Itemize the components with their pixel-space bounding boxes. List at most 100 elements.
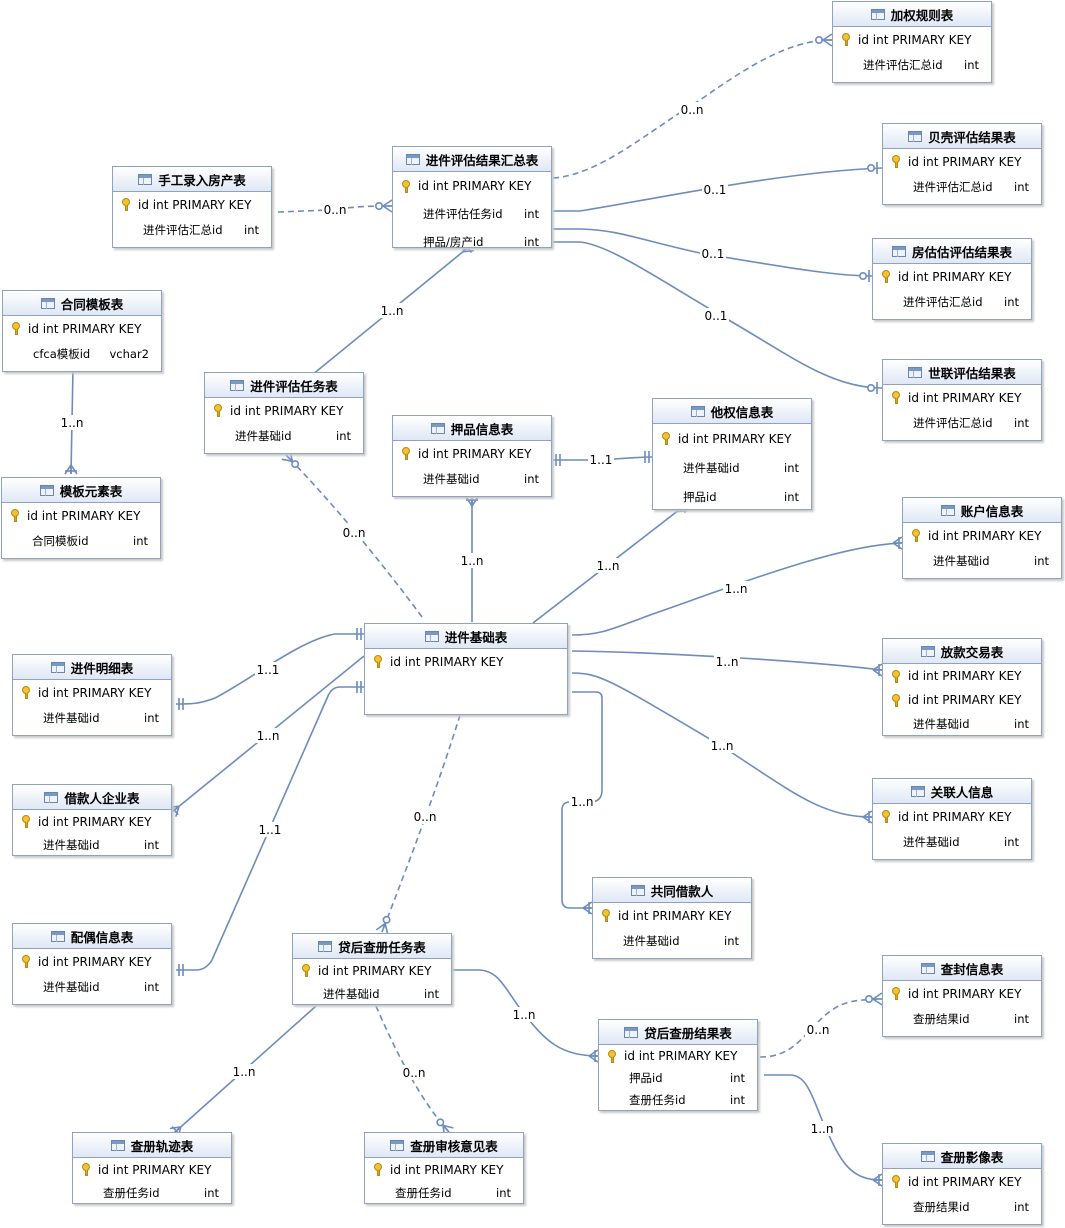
primary-key-row[interactable]: id int PRIMARY KEY (365, 1158, 523, 1181)
primary-key-row[interactable]: id int PRIMARY KEY (873, 264, 1031, 289)
primary-key-row[interactable]: id int PRIMARY KEY (293, 959, 451, 982)
primary-key-row[interactable]: id int PRIMARY KEY (883, 1169, 1041, 1194)
table-header[interactable]: 贷后查册任务表 (293, 934, 451, 959)
table-header[interactable]: 查册轨迹表 (73, 1133, 231, 1158)
table-header[interactable]: 房估估评估结果表 (873, 239, 1031, 264)
primary-key-row[interactable]: id int PRIMARY KEY (883, 664, 1041, 688)
primary-key-row[interactable]: id int PRIMARY KEY (593, 903, 751, 928)
table-header[interactable]: 借款人企业表 (13, 785, 171, 810)
primary-key-row[interactable]: id int PRIMARY KEY (393, 441, 551, 466)
table-header[interactable]: 加权规则表 (833, 2, 991, 27)
primary-key-row[interactable]: id int PRIMARY KEY (113, 192, 271, 217)
primary-key-row[interactable]: id int PRIMARY KEY (365, 649, 567, 674)
table-header[interactable]: 关联人信息 (873, 779, 1031, 804)
primary-key-row[interactable]: id int PRIMARY KEY (13, 680, 171, 705)
primary-key-row[interactable]: id int PRIMARY KEY (883, 981, 1041, 1006)
primary-key-row[interactable]: id int PRIMARY KEY (883, 688, 1041, 712)
table-header[interactable]: 查册影像表 (883, 1144, 1041, 1169)
table-header[interactable]: 进件明细表 (13, 655, 171, 680)
table-header[interactable]: 世联评估结果表 (883, 360, 1041, 385)
primary-key-row[interactable]: id int PRIMARY KEY (3, 316, 161, 341)
primary-key-row[interactable]: id int PRIMARY KEY (393, 172, 551, 200)
primary-key-row[interactable]: id int PRIMARY KEY (883, 149, 1041, 174)
table-header[interactable]: 合同模板表 (3, 291, 161, 316)
table-header[interactable]: 查封信息表 (883, 956, 1041, 981)
table-header[interactable]: 进件评估结果汇总表 (393, 147, 551, 172)
primary-key-row[interactable]: id int PRIMARY KEY (2, 503, 160, 528)
table-header[interactable]: 贝壳评估结果表 (883, 124, 1041, 149)
table-header[interactable]: 贷后查册结果表 (599, 1020, 757, 1045)
primary-key-row[interactable]: id int PRIMARY KEY (205, 398, 363, 423)
table-header[interactable]: 进件评估任务表 (205, 373, 363, 398)
table-header[interactable]: 模板元素表 (2, 478, 160, 503)
primary-key-row[interactable]: id int PRIMARY KEY (13, 810, 171, 833)
table-header[interactable]: 共同借款人 (593, 878, 751, 903)
table-header[interactable]: 进件基础表 (365, 624, 567, 649)
primary-key-row[interactable]: id int PRIMARY KEY (873, 804, 1031, 829)
primary-key-row[interactable]: id int PRIMARY KEY (903, 523, 1061, 548)
table-header[interactable]: 押品信息表 (393, 416, 551, 441)
table-header[interactable]: 配偶信息表 (13, 924, 171, 949)
table-header[interactable]: 他权信息表 (653, 399, 811, 424)
primary-key-row[interactable]: id int PRIMARY KEY (653, 424, 811, 453)
table-header[interactable]: 查册审核意见表 (365, 1133, 523, 1158)
primary-key-row[interactable]: id int PRIMARY KEY (13, 949, 171, 974)
table-header[interactable]: 手工录入房产表 (113, 167, 271, 192)
primary-key-row[interactable]: id int PRIMARY KEY (599, 1045, 757, 1067)
table-header[interactable]: 账户信息表 (903, 498, 1061, 523)
primary-key-row[interactable]: id int PRIMARY KEY (833, 27, 991, 52)
